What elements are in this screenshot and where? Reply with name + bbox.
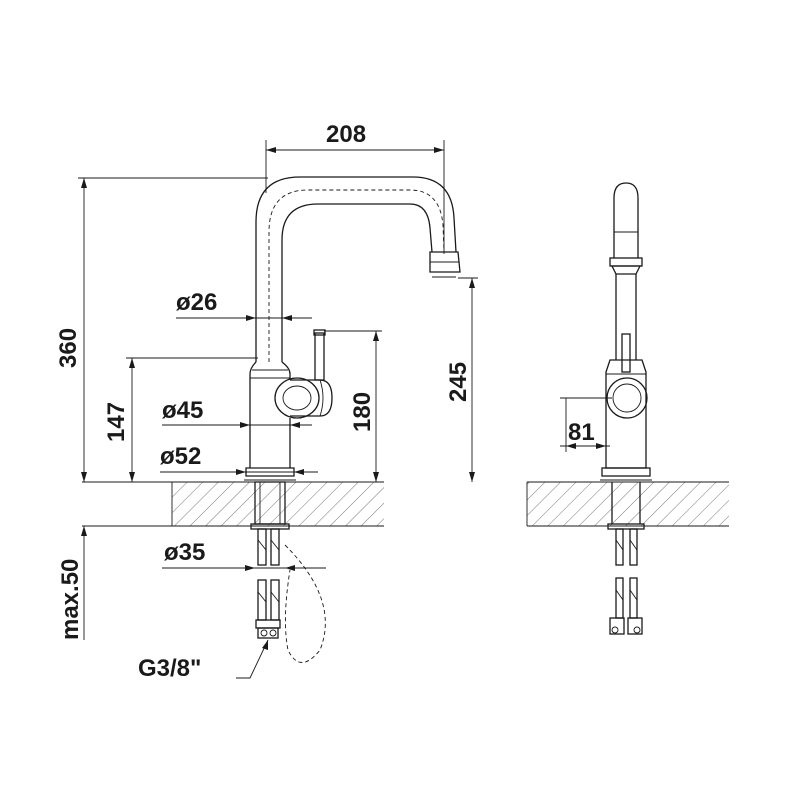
dimension-lines [78,140,612,679]
dim-side-projection: 81 [568,419,595,446]
dim-total-height: 360 [55,328,82,368]
dim-base-diameter: ø52 [160,443,201,470]
faucet-front-view [244,176,461,663]
dim-lever-height: 180 [349,392,376,432]
dim-shank-diameter: ø35 [164,539,205,566]
dim-body-diameter: ø45 [162,397,203,424]
dim-spout-height: 245 [445,362,472,402]
dim-connection-thread: G3/8" [138,655,201,682]
countertop-side [526,481,729,527]
dim-body-height: 147 [103,402,130,442]
dim-spout-reach: 208 [326,121,366,148]
dim-max-counter-thickness: max.50 [57,559,84,640]
faucet-side-view [600,182,652,635]
countertop-front [82,481,384,527]
dim-spout-diameter: ø26 [176,289,217,316]
